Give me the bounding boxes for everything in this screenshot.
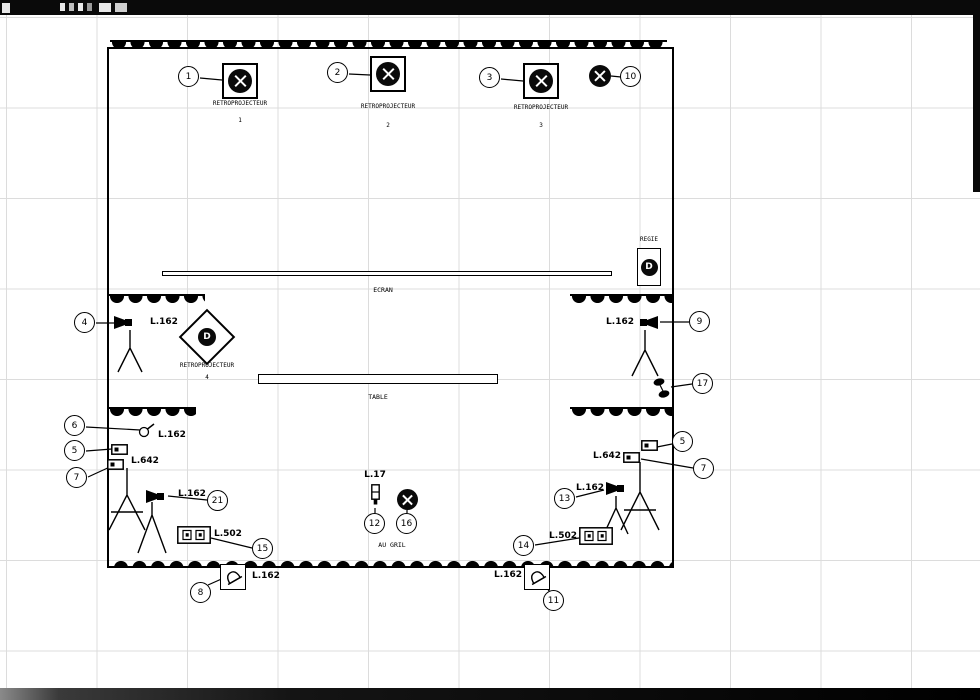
callout-11[interactable]: 11: [543, 590, 564, 611]
lamp-5-right-symbol[interactable]: [641, 440, 658, 451]
lamp-14-label: L.502: [549, 531, 577, 541]
lamp-7-left-symbol[interactable]: [107, 459, 124, 470]
toolbar-icon[interactable]: [60, 3, 65, 11]
callout-7-left[interactable]: 7: [66, 467, 87, 488]
lamp-8-symbol[interactable]: [220, 564, 246, 590]
lamp-12-symbol[interactable]: [369, 484, 382, 508]
retroprojecteur-4-d: D: [198, 328, 216, 346]
lamp-7-left-label: L.642: [131, 456, 159, 466]
lamp-4-label: L.162: [150, 317, 178, 327]
lamp-16-symbol[interactable]: [397, 489, 418, 510]
lamp-7-right-label: L.642: [593, 451, 621, 461]
lamp-10-symbol[interactable]: [589, 65, 611, 87]
curtain-leg-mid-left[interactable]: [108, 294, 205, 303]
retroprojecteur-3-symbol[interactable]: [523, 63, 559, 99]
lamp-13-label: L.162: [576, 483, 604, 493]
lamp-11-label: L.162: [494, 570, 522, 580]
bell-icon: [227, 571, 243, 586]
callout-13[interactable]: 13: [554, 488, 575, 509]
lamp-14-symbol[interactable]: [579, 527, 613, 545]
lamp-21-symbol[interactable]: [146, 490, 166, 503]
toolbar-icon[interactable]: [115, 3, 127, 12]
callout-1[interactable]: 1: [178, 66, 199, 87]
lamp-7-right-symbol[interactable]: [623, 452, 640, 463]
toolbar-icon[interactable]: [69, 3, 74, 11]
retroprojecteur-3-number: 3: [539, 122, 543, 129]
toolbar-icon[interactable]: [2, 3, 10, 13]
lamp-6-symbol[interactable]: [138, 423, 156, 438]
lamp-9-label: L.162: [606, 317, 634, 327]
lamp-13-symbol[interactable]: [606, 482, 626, 495]
callout-12[interactable]: 12: [364, 513, 385, 534]
callout-15[interactable]: 15: [252, 538, 273, 559]
regie-label: REGIE: [639, 236, 659, 243]
callout-4[interactable]: 4: [74, 312, 95, 333]
table-label: TABLE: [368, 393, 388, 401]
retroprojecteur-2-symbol[interactable]: [370, 56, 406, 92]
callout-17[interactable]: 17: [692, 373, 713, 394]
lamp-4-symbol[interactable]: [114, 316, 134, 329]
screen-label: ECRAN: [373, 286, 393, 294]
regie-console[interactable]: D: [637, 248, 661, 286]
toolbar-icon[interactable]: [78, 3, 83, 11]
lamp-cross-icon: [376, 62, 400, 86]
retroprojecteur-2-number: 2: [386, 122, 390, 129]
right-edge-bar: [973, 0, 980, 192]
callout-5-right[interactable]: 5: [672, 431, 693, 452]
callout-6[interactable]: 6: [64, 415, 85, 436]
callout-14[interactable]: 14: [513, 535, 534, 556]
toolbar-icon[interactable]: [87, 3, 92, 11]
curtain-leg-low-right[interactable]: [570, 407, 673, 416]
curtain-leg-low-left[interactable]: [108, 407, 196, 416]
callout-8[interactable]: 8: [190, 582, 211, 603]
lamp-5-left-symbol[interactable]: [111, 444, 128, 455]
lamp-cross-icon: [228, 69, 252, 93]
regie-d-symbol: D: [640, 258, 658, 276]
callout-7-right[interactable]: 7: [693, 458, 714, 479]
curtain-leg-mid-right[interactable]: [570, 294, 673, 303]
lamp-15-symbol[interactable]: [177, 526, 211, 544]
retroprojecteur-3-label: RETROPROJECTEUR: [513, 104, 569, 111]
screen-rect[interactable]: [162, 271, 612, 276]
callout-9[interactable]: 9: [689, 311, 710, 332]
lamp-9-symbol[interactable]: [638, 316, 658, 329]
retroprojecteur-1-symbol[interactable]: [222, 63, 258, 99]
toolbar-icon[interactable]: [99, 3, 111, 12]
retroprojecteur-4-label: RETROPROJECTEUR: [179, 362, 235, 369]
toolbar[interactable]: [0, 0, 980, 15]
table-rect[interactable]: [258, 374, 498, 384]
lamp-8-label: L.162: [252, 571, 280, 581]
retroprojecteur-2-label: RETROPROJECTEUR: [360, 103, 416, 110]
bell-icon: [531, 571, 547, 586]
callout-3[interactable]: 3: [479, 67, 500, 88]
lamp-12-label: L.17: [364, 470, 386, 480]
curtain-border-top[interactable]: [110, 40, 667, 49]
callout-21[interactable]: 21: [207, 490, 228, 511]
au-gril-label: AU GRIL: [378, 541, 406, 549]
retroprojecteur-1-label: RETROPROJECTEUR: [212, 100, 268, 107]
callout-16[interactable]: 16: [396, 513, 417, 534]
callout-10[interactable]: 10: [620, 66, 641, 87]
callout-5-left[interactable]: 5: [64, 440, 85, 461]
retroprojecteur-1-number: 1: [238, 117, 242, 124]
lamp-15-label: L.502: [214, 529, 242, 539]
lamp-6-label: L.162: [158, 430, 186, 440]
lamp-21-label: L.162: [178, 489, 206, 499]
retroprojecteur-4-number: 4: [205, 374, 209, 381]
callout-2[interactable]: 2: [327, 62, 348, 83]
curtain-border-bottom[interactable]: [112, 559, 672, 568]
lamp-11-symbol[interactable]: [524, 564, 550, 590]
bottom-edge-bar: [0, 688, 980, 700]
lamp-cross-icon: [529, 69, 553, 93]
